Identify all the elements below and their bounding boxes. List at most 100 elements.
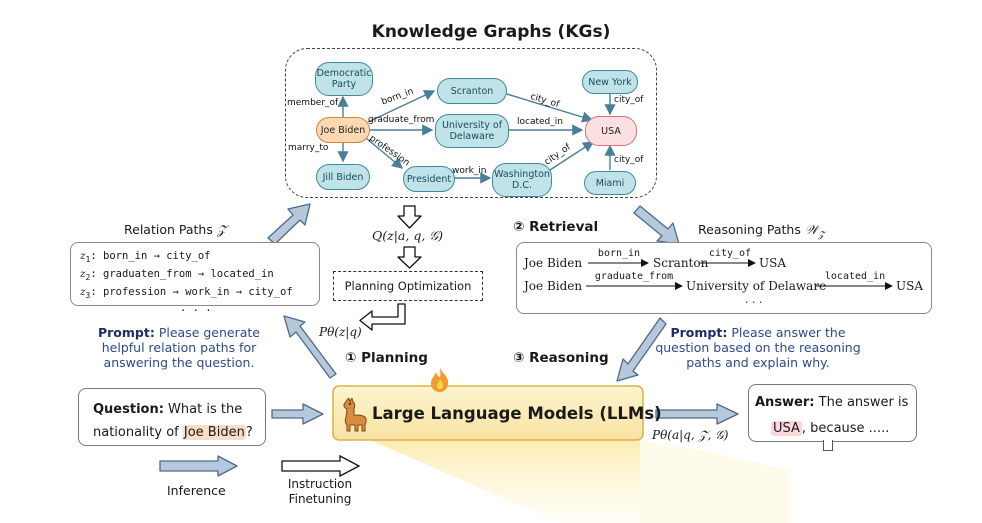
- node-miami: Miami: [584, 171, 636, 195]
- answer-label: Answer:: [755, 395, 815, 410]
- prompt-left: Prompt: Please generate helpful relation…: [84, 325, 274, 370]
- label-marry-to: marry_to: [288, 143, 329, 153]
- reasoning-row1-rel2: city_of: [708, 248, 752, 259]
- relation-paths-symbol: 𝒵: [216, 222, 227, 237]
- arrow-planning-to-p: [359, 303, 406, 331]
- arrow-to-kg: [267, 203, 311, 245]
- relation-paths-heading: Relation Paths 𝒵: [124, 222, 226, 238]
- reasoning-paths-box: [516, 242, 932, 314]
- arrow-reasoning-to-llm: [616, 317, 667, 382]
- llm-glow: [640, 440, 790, 523]
- label-located-in: located_in: [517, 117, 563, 127]
- planning-optimization-box: Planning Optimization: [333, 271, 483, 301]
- question-mark: ?: [245, 425, 253, 440]
- reasoning-row1-start: Joe Biden: [524, 256, 583, 270]
- fire-icon: [431, 368, 449, 392]
- edge-profession: [365, 137, 404, 169]
- answer-box: Answer: The answer is USA, because .....: [748, 384, 917, 442]
- node-new-york: New York: [582, 70, 638, 94]
- edge-city-of-scranton: [496, 90, 594, 123]
- question-box: Question: What is the nationality of Joe…: [78, 388, 266, 446]
- llama-icon: [343, 398, 367, 432]
- arrow-llm-to-answer: [655, 403, 739, 425]
- answer-highlight-entity: USA: [771, 421, 802, 436]
- relation-path-2-var: z: [80, 268, 86, 281]
- prompt-left-text: Please generate helpful relation paths f…: [101, 325, 260, 370]
- arrow-question-to-llm: [271, 403, 324, 425]
- question-highlight-entity: Joe Biden: [182, 425, 246, 440]
- question-text-2: nationality of: [93, 425, 183, 440]
- reasoning-label: ③ Reasoning: [513, 350, 609, 366]
- node-democratic-party: Democratic Party: [315, 62, 373, 96]
- label-member-of: member_of: [287, 98, 339, 108]
- llm-box: [332, 385, 644, 441]
- legend-finetune-arrow: [281, 454, 361, 478]
- relation-path-3-sub: 3: [85, 291, 91, 301]
- node-scranton: Scranton: [437, 78, 507, 104]
- relation-paths-heading-text: Relation Paths: [124, 222, 213, 237]
- legend-inference-label: Inference: [167, 483, 226, 498]
- question-text-1: What is the: [163, 402, 243, 417]
- relation-path-3-var: z: [80, 286, 86, 299]
- node-president: President: [403, 166, 455, 192]
- llm-beam: [370, 440, 640, 523]
- arrow-kg-to-q: [397, 205, 422, 229]
- prompt-right-label: Prompt:: [670, 325, 728, 340]
- relation-path-1-sub: 1: [85, 255, 91, 265]
- relation-path-2: z2: graduaten_from → located_in: [80, 267, 293, 285]
- relation-path-1-var: z: [80, 250, 86, 262]
- legend-finetune-label: Instruction Finetuning: [280, 477, 360, 507]
- reasoning-row1-mid: Scranton: [653, 256, 709, 270]
- p-z-given-q: Pθ(z|q): [319, 325, 362, 339]
- prompt-left-label: Prompt:: [97, 325, 155, 340]
- relation-path-1: z1: born_in → city_of: [80, 249, 293, 267]
- relation-path-3-text: : profession → work_in → city_of: [90, 286, 293, 299]
- diagram-title: Knowledge Graphs (KGs): [371, 22, 611, 42]
- p-answer-formula: Pθ(a|q, 𝒵, 𝒢): [652, 428, 729, 442]
- reasoning-row1-rel1: born_in: [597, 248, 641, 259]
- node-joe-biden: Joe Biden: [316, 117, 370, 143]
- reasoning-row2-end: USA: [896, 279, 923, 293]
- prompt-right: Prompt: Please answer the question based…: [652, 325, 864, 370]
- planning-label: ① Planning: [345, 350, 428, 366]
- question-label: Question:: [93, 402, 164, 417]
- node-washington-dc: Washington D.C.: [492, 163, 552, 197]
- relation-path-2-text: : graduaten_from → located_in: [90, 268, 274, 281]
- edge-city-of-washington: [549, 141, 595, 171]
- reasoning-row1-end: USA: [759, 256, 786, 270]
- legend-finetune-line-2: Finetuning: [288, 492, 352, 506]
- relation-paths-box: z1: born_in → city_of z2: graduaten_from…: [70, 242, 320, 314]
- label-graduate-from: graduate_from: [368, 115, 435, 125]
- node-jill-biden: Jill Biden: [316, 164, 370, 190]
- relation-paths-ellipsis: . . .: [180, 302, 212, 315]
- answer-text-2: , because .....: [801, 421, 890, 436]
- arrow-llm-to-relation: [283, 315, 337, 379]
- q-formula: Q(z|a, q, 𝒢): [372, 228, 444, 243]
- reasoning-row2-rel2: located_in: [824, 271, 886, 282]
- edge-born-in: [367, 90, 436, 123]
- legend-finetune-line-1: Instruction: [287, 477, 353, 491]
- relation-path-2-sub: 2: [85, 273, 91, 283]
- llm-label: Large Language Models (LLMs): [372, 404, 662, 423]
- arrow-q-to-planning: [397, 246, 422, 269]
- reasoning-paths-ellipsis: . . .: [745, 293, 763, 306]
- reasoning-row2-mid: University of Delaware: [686, 279, 827, 293]
- prompt-right-text: Please answer the question based on the …: [655, 325, 861, 370]
- reasoning-paths-subsymbol: 𝒵: [817, 230, 825, 241]
- reasoning-row2-rel1: graduate_from: [594, 271, 674, 282]
- answer-text-1: The answer is: [814, 395, 909, 410]
- node-university-of-delaware: University of Delaware: [435, 114, 509, 148]
- label-city-of-newyork: city_of: [614, 95, 644, 105]
- reasoning-row2-start: Joe Biden: [524, 279, 583, 293]
- kg-container: [285, 48, 657, 198]
- label-work-in: work_in: [452, 166, 487, 176]
- relation-path-1-text: : born_in → city_of: [90, 250, 211, 262]
- reasoning-paths-heading: Reasoning Paths 𝒲𝒵: [698, 222, 825, 241]
- legend-inference-arrow: [159, 455, 238, 477]
- node-usa: USA: [585, 116, 637, 146]
- answer-box-tail: [823, 440, 833, 451]
